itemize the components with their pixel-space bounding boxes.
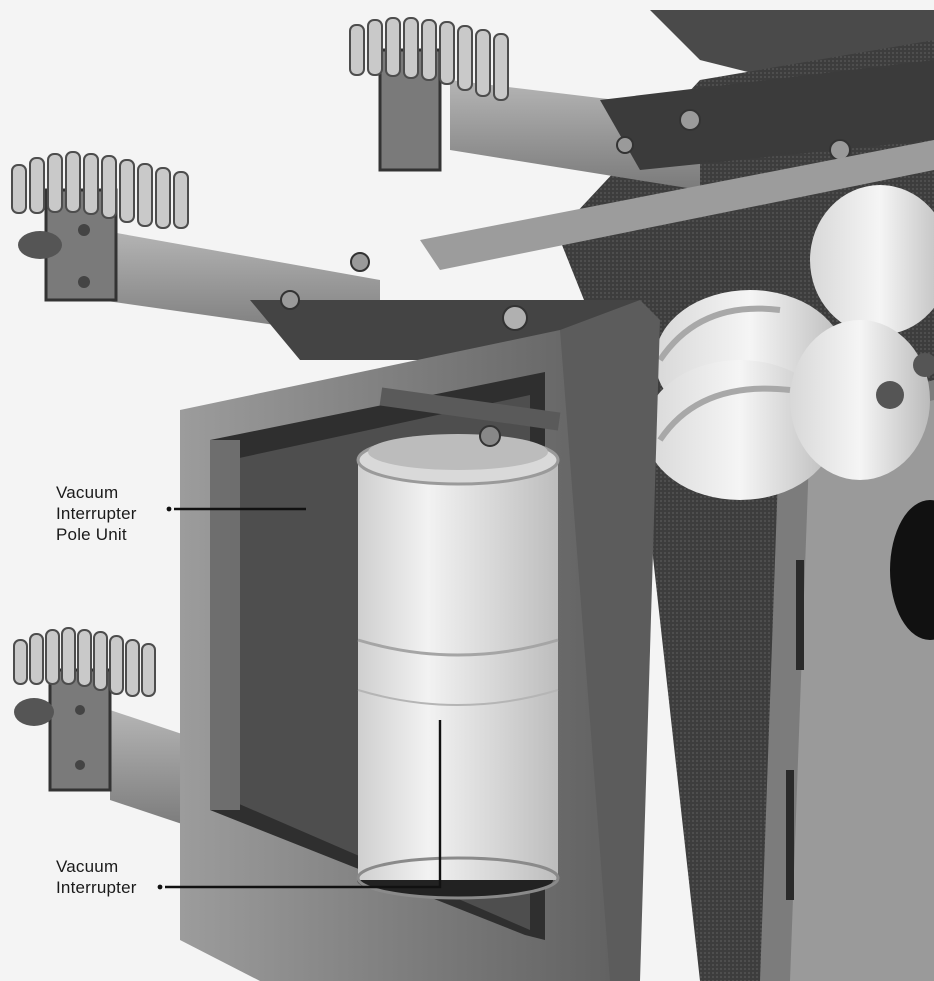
callout-line: Interrupter: [56, 504, 137, 523]
callout-interrupter-label: Vacuum Interrupter: [56, 856, 137, 898]
callout-leaders: [157, 506, 442, 890]
lower-busbar: [13, 627, 200, 830]
vacuum-interrupter-bottle: [356, 387, 561, 900]
callout-line: Vacuum: [56, 483, 119, 502]
rear-busbar: [349, 17, 934, 190]
support-rail: [420, 140, 934, 270]
callout-line: Interrupter: [56, 878, 137, 897]
callout-line: Vacuum: [56, 857, 119, 876]
callout-pole-unit-label: Vacuum Interrupter Pole Unit: [56, 482, 137, 545]
insulator-bushings: [645, 185, 934, 500]
callout-line: Pole Unit: [56, 525, 127, 544]
